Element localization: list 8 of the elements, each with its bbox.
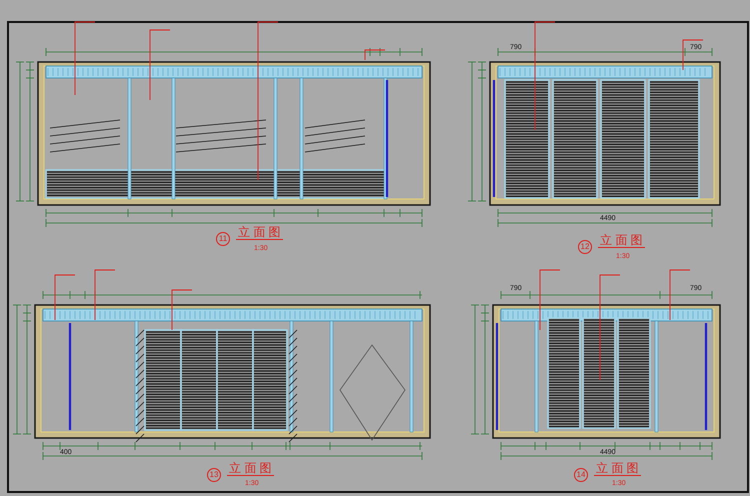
callout-number: 11 xyxy=(216,232,230,246)
view-title: 立 面 图 xyxy=(227,462,274,476)
callout-number: 13 xyxy=(207,468,221,482)
view-title: 立 面 图 xyxy=(236,226,283,240)
callout-number: 12 xyxy=(578,240,592,254)
view-title: 立 面 图 xyxy=(598,234,645,248)
view-title: 立 面 图 xyxy=(594,462,641,476)
callout-number: 14 xyxy=(574,468,588,482)
